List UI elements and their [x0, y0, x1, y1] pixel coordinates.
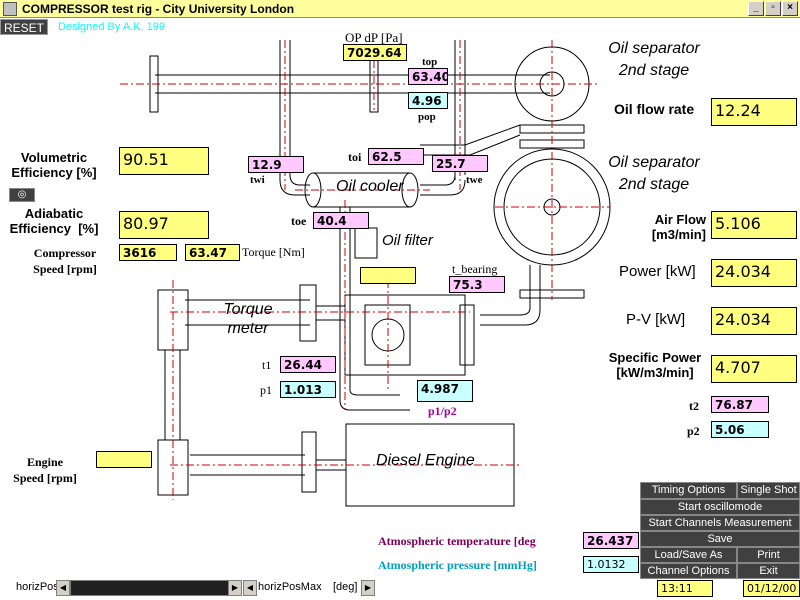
pv-label: P-V [kW] — [626, 311, 686, 328]
designed-by-text: Designed By A.K. 199 — [58, 21, 166, 33]
oil-flow-value: 12.24 — [711, 98, 797, 126]
oil-separator-mid-label: Oil separator 2nd stage — [608, 154, 700, 193]
torque-label: Torque [Nm] — [242, 245, 305, 259]
scroll-max-right-arrow-icon[interactable]: ▶ — [361, 580, 375, 596]
p2-value: 5.06 — [711, 421, 769, 438]
volumetric-efficiency-label: Volumetric Efficiency [%] — [11, 150, 97, 180]
p1-value: 1.013 — [280, 381, 336, 398]
twe-value: 25.7 — [432, 155, 488, 172]
close-button[interactable]: × — [782, 1, 798, 16]
p1-p2-label: p1/p2 — [428, 404, 457, 418]
window-title: COMPRESSOR test rig - City University Lo… — [22, 2, 295, 16]
oil-flow-label: Oil flow rate — [614, 101, 695, 117]
atmospheric-pressure-value: 1.0132 — [583, 556, 639, 573]
horiz-pos-label: horizPos — [16, 581, 59, 593]
air-flow-label: Air Flow [m3/min] — [651, 212, 706, 242]
empty-value-box — [360, 267, 416, 284]
toe-value: 40.4 — [313, 212, 369, 229]
load-save-as-button[interactable]: Load/Save As — [640, 547, 737, 563]
adiabatic-efficiency-value: 80.97 — [119, 211, 209, 239]
t1-value: 26.44 — [280, 356, 336, 373]
p1-label: p1 — [260, 383, 272, 397]
t-bearing-value: 75.3 — [449, 276, 505, 293]
specific-power-label: Specific Power [kW/m3/min] — [608, 350, 702, 380]
engine-speed-value — [96, 451, 152, 468]
reset-button[interactable]: RESET — [0, 19, 48, 35]
save-button[interactable]: Save — [640, 531, 800, 547]
top-label: top — [422, 56, 438, 68]
minimize-button[interactable]: _ — [748, 1, 764, 16]
pop-label: pop — [418, 111, 436, 123]
exit-button[interactable]: Exit — [737, 563, 800, 579]
torque-meter-label: Torque meter — [223, 301, 273, 337]
t2-label: t2 — [689, 399, 699, 413]
t2-value: 76.87 — [711, 396, 769, 413]
t1-label: t1 — [262, 358, 272, 372]
toi-label: toi — [348, 150, 362, 164]
engine-speed-label: Engine Speed [rpm] — [13, 455, 77, 485]
diesel-engine-label: Diesel Engine — [376, 452, 475, 469]
scroll-right-arrow-icon[interactable]: ▶ — [228, 580, 242, 596]
top-value: 63.40 — [408, 68, 448, 85]
power-label: Power [kW] — [619, 263, 696, 280]
twi-label: twi — [250, 174, 265, 186]
op-dp-value: 7029.64 — [343, 44, 407, 61]
twe-label: twe — [466, 174, 483, 186]
compressor-speed-value: 3616 — [119, 244, 177, 261]
atmospheric-temperature-label: Atmospheric temperature [deg — [378, 534, 536, 548]
pop-value: 4.96 — [408, 92, 448, 109]
adiabatic-efficiency-label: Adiabatic Efficiency [%] — [9, 206, 99, 236]
horiz-pos-scrollbar[interactable] — [70, 580, 230, 596]
time-display: 13:11 — [657, 580, 713, 597]
specific-power-value: 4.707 — [711, 355, 797, 383]
title-bar: COMPRESSOR test rig - City University Lo… — [0, 0, 800, 18]
toi-value: 62.5 — [368, 148, 424, 165]
atmospheric-pressure-label: Atmospheric pressure [mmHg] — [378, 558, 537, 572]
toe-label: toe — [291, 214, 307, 228]
volumetric-efficiency-value: 90.51 — [119, 147, 209, 175]
oil-filter-label: Oil filter — [382, 232, 433, 249]
maximize-button[interactable]: ▫ — [765, 1, 781, 16]
power-value: 24.034 — [711, 259, 797, 287]
start-oscillomode-button[interactable]: Start oscillomode — [640, 499, 800, 515]
t-bearing-label: t_bearing — [452, 262, 498, 276]
deg-label: [deg] — [333, 581, 358, 593]
channel-options-button[interactable]: Channel Options — [640, 563, 737, 579]
single-shot-button[interactable]: Single Shot — [737, 482, 800, 499]
torque-value: 63.47 — [185, 244, 240, 261]
pv-value: 24.034 — [711, 307, 797, 335]
scroll-left-arrow-icon[interactable]: ◀ — [56, 580, 70, 596]
horiz-pos-max-label: horizPosMax — [258, 581, 322, 593]
gauge-icon[interactable]: ◎ — [9, 188, 35, 202]
print-button[interactable]: Print — [737, 547, 800, 563]
start-channels-measurement-button[interactable]: Start Channels Measurement — [640, 515, 800, 531]
op-dp-label: OP dP [Pa] — [345, 30, 403, 45]
atmospheric-temperature-value: 26.437 — [583, 532, 639, 549]
compressor-speed-label: Compressor Speed [rpm] — [33, 246, 97, 276]
oil-cooler-label: Oil cooler — [336, 178, 404, 195]
p2-label: p2 — [687, 424, 700, 438]
air-flow-value: 5.106 — [711, 211, 797, 239]
scroll-max-left-arrow-icon[interactable]: ◀ — [243, 580, 257, 596]
oil-separator-top-label: Oil separator 2nd stage — [608, 40, 700, 79]
twi-value: 12.9 — [248, 156, 304, 173]
app-icon — [3, 2, 17, 16]
date-display: 01/12/00 — [743, 580, 800, 597]
timing-options-button[interactable]: Timing Options — [640, 482, 737, 499]
p1-p2-value: 4.987 — [417, 380, 473, 402]
